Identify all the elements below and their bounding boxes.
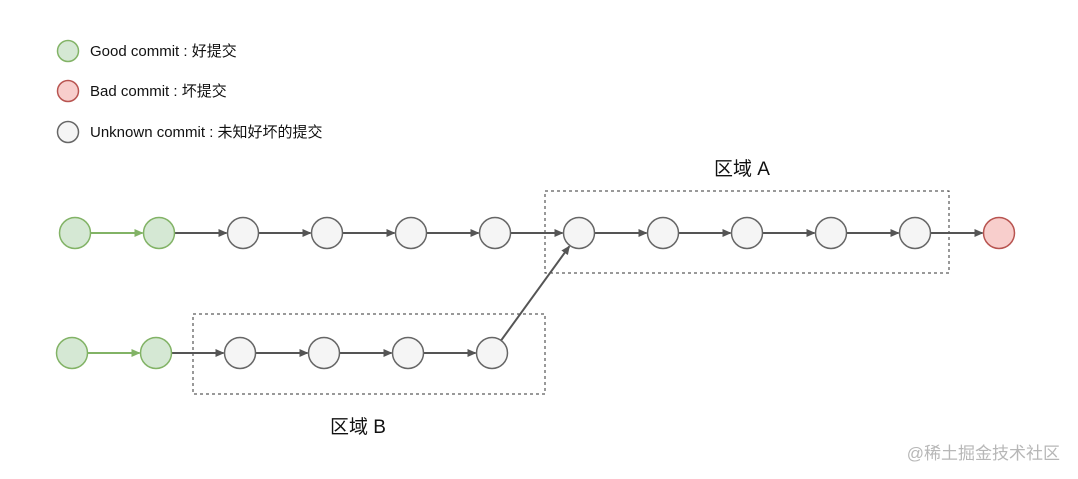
top-unknown-commit-11 bbox=[898, 216, 932, 250]
legend-bad: Bad commit : 坏提交 bbox=[56, 79, 227, 103]
top-bad-commit-12 bbox=[982, 216, 1016, 250]
top-good-commit-2 bbox=[142, 216, 176, 250]
bottom-unknown-commit-4 bbox=[307, 336, 341, 370]
bottom-unknown-commit-6 bbox=[475, 336, 509, 370]
top-unknown-commit-3 bbox=[226, 216, 260, 250]
top-unknown-commit-5 bbox=[394, 216, 428, 250]
region-a-label: 区域 A bbox=[714, 158, 770, 180]
top-unknown-commit-4 bbox=[310, 216, 344, 250]
watermark: @稀土掘金技术社区 bbox=[907, 444, 1060, 463]
legend-unknown-label: Unknown commit : 未知好坏的提交 bbox=[90, 123, 323, 141]
top-unknown-commit-9 bbox=[730, 216, 764, 250]
legend-unknown: Unknown commit : 未知好坏的提交 bbox=[56, 120, 323, 144]
legend-good: Good commit : 好提交 bbox=[56, 39, 237, 63]
bottom-branch bbox=[55, 336, 509, 370]
top-branch bbox=[58, 216, 1016, 250]
top-unknown-commit-6 bbox=[478, 216, 512, 250]
legend-bad-label: Bad commit : 坏提交 bbox=[90, 82, 227, 100]
region-b-label: 区域 B bbox=[330, 416, 386, 438]
top-unknown-commit-8 bbox=[646, 216, 680, 250]
merge-edge bbox=[500, 245, 571, 342]
bottom-unknown-commit-5 bbox=[391, 336, 425, 370]
legend-unknown-swatch bbox=[56, 120, 80, 144]
top-good-commit-1 bbox=[58, 216, 92, 250]
legend-good-label: Good commit : 好提交 bbox=[90, 42, 237, 60]
top-unknown-commit-7 bbox=[562, 216, 596, 250]
legend-bad-swatch bbox=[56, 79, 80, 103]
bottom-good-commit-2 bbox=[139, 336, 173, 370]
legend-good-swatch bbox=[56, 39, 80, 63]
bottom-unknown-commit-3 bbox=[223, 336, 257, 370]
legend: Good commit : 好提交 Bad commit : 坏提交 Unkno… bbox=[56, 39, 323, 144]
bottom-good-commit-1 bbox=[55, 336, 89, 370]
commit-edges bbox=[87, 229, 984, 357]
top-unknown-commit-10 bbox=[814, 216, 848, 250]
